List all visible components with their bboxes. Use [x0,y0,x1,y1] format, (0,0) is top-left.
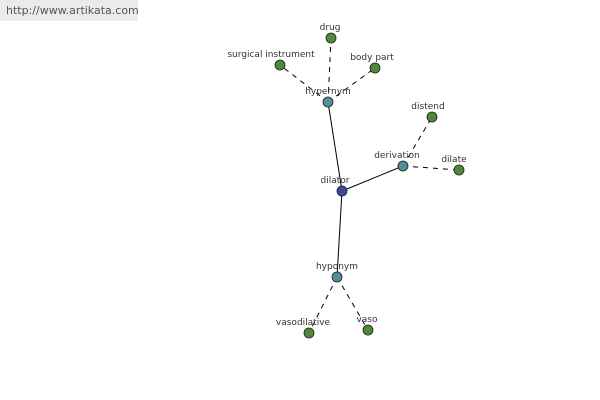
node-drug[interactable] [325,32,337,44]
label-hypernym[interactable]: hypernym [305,87,351,97]
labels-layer: dilator hypernym drug surgical instrument bo… [227,23,467,328]
edge-hypernym-drug [327,37,332,103]
edge-derivation-dilate [402,165,460,171]
label-dilator[interactable]: dilator [321,176,350,186]
edge-hyponym-vaso [336,276,369,331]
label-dilate[interactable]: dilate [441,155,467,165]
edge-dilator-derivation [341,165,404,192]
label-surgical-instrument[interactable]: surgical instrument [227,50,315,60]
node-vasodilative[interactable] [303,327,315,339]
label-distend[interactable]: distend [411,102,444,112]
node-hypernym[interactable] [322,96,334,108]
nodes-layer [274,32,465,339]
node-body-part[interactable] [369,62,381,74]
label-derivation[interactable]: derivation [374,151,420,161]
edge-dilator-hyponym [336,190,343,278]
node-vaso[interactable] [362,324,374,336]
site-url-link[interactable]: http://www.artikata.com [6,4,139,17]
edge-hyponym-vasodilative [308,276,338,334]
node-distend[interactable] [426,111,438,123]
node-hyponym[interactable] [331,271,343,283]
edge-dilator-hypernym [327,101,343,192]
label-drug[interactable]: drug [320,23,341,33]
node-dilator[interactable] [336,185,348,197]
node-derivation[interactable] [397,160,409,172]
edges-layer [279,37,460,334]
url-banner: http://www.artikata.com [0,0,139,21]
label-hyponym[interactable]: hyponym [316,262,358,272]
label-vaso[interactable]: vaso [356,315,378,325]
label-vasodilative[interactable]: vasodilative [276,318,331,328]
node-dilate[interactable] [453,164,465,176]
label-body-part[interactable]: body part [350,53,394,63]
node-surgical-instrument[interactable] [274,59,286,71]
edge-hypernym-surgical-instrument [279,64,329,103]
